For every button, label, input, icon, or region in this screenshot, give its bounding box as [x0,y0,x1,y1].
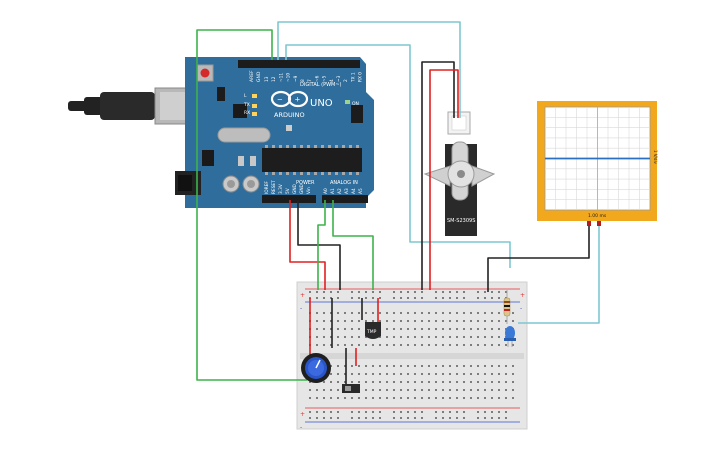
svg-text:+: + [295,96,301,104]
analog-header-label: ANALOG IN [330,180,358,186]
wires [196,21,600,390]
power-pin-label-4: GND [292,183,298,194]
digital-pin-label-0: 13 [264,76,270,82]
resistor [503,290,511,324]
analog-pin-label-5: A5 [358,188,364,194]
digital-pin-label-6: 7 [307,79,313,82]
svg-text:-: - [300,305,302,312]
analog-pin-label-4: A4 [351,188,357,194]
scope-volt-label: 1 V/div [653,150,658,165]
arduino-logo: − + [270,90,309,108]
digital-pin-label-12: TX 1 [350,72,356,83]
digital-pin-label-3: ~10 [286,73,292,82]
analog-pin-label-2: A2 [337,188,343,194]
servo-motor: SM-S2309S [423,111,496,236]
svg-text:+: + [300,411,305,418]
digital-pin-label-2: ~11 [278,73,284,82]
digital-pin-label-8: ~5 [322,75,328,82]
rx-label: RX [244,110,250,116]
power-header-label: POWER [296,180,315,186]
led [504,326,516,347]
digital-pin-label-9: 4 [329,79,335,82]
digital-pin-label-1: 12 [271,76,277,82]
arduino-uno-board: − + ARDUINO UNO DIGITAL (PWM~) ANALOG IN… [68,57,374,208]
on-led-label: ON [352,101,359,107]
aref-pin-label: AREF [249,70,255,82]
power-pin-label-3: 5V [285,188,291,194]
gnd-pin-label: GND [256,71,262,82]
power-pin-label-6: Vin [306,187,312,194]
power-pin-label-2: 3.3V [278,184,284,194]
svg-text:−: − [277,96,283,104]
l-led-label: L [244,93,247,99]
digital-pin-label-13: RX 0 [358,72,364,82]
arduino-model-label: UNO [310,98,333,109]
svg-text:-: - [300,424,302,431]
servo-model-label: SM-S2309S [447,218,475,224]
potentiometer [301,353,331,383]
digital-pin-label-7: ~6 [314,75,320,82]
svg-text:-: - [520,305,522,312]
analog-pin-label-3: A3 [344,188,350,194]
analog-pin-label-0: A0 [323,188,329,194]
digital-pin-label-10: ~3 [336,75,342,82]
power-pin-label-5: GND [299,183,305,194]
svg-text:+: + [300,292,305,299]
power-pin-label-0: IOREF [264,181,270,194]
tmp-label: TMP [366,329,377,335]
oscilloscope: 1.00 ms 1 V/div [537,101,658,226]
tx-label: TX [243,102,250,108]
scope-time-label: 1.00 ms [588,213,607,219]
breadboard: + - + - + - [296,281,528,431]
digital-pin-label-5: 8 [300,79,306,82]
digital-header-label: DIGITAL (PWM~) [300,82,342,88]
svg-text:+: + [520,292,525,299]
digital-pin-label-4: ~9 [293,75,299,82]
slide-switch [342,384,360,393]
analog-pin-label-1: A1 [330,188,336,194]
temperature-sensor: TMP [365,322,381,339]
usb-cable [68,87,194,125]
digital-pin-label-11: 2 [343,79,349,82]
power-pin-label-1: RESET [271,180,277,194]
arduino-brand-label: ARDUINO [274,111,305,119]
